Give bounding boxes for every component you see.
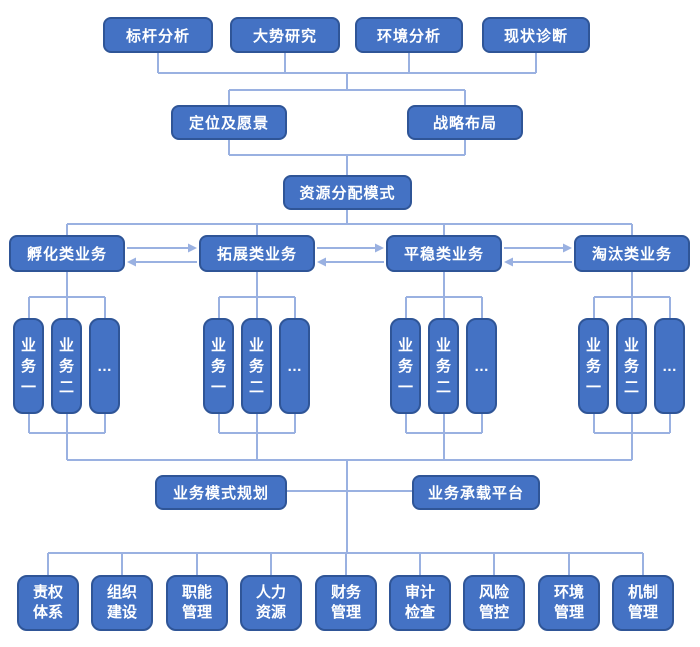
node-business-2: 业务二 (616, 318, 647, 414)
node-audit-inspection: 审计检查 (389, 575, 451, 631)
node-business-1: 业务一 (13, 318, 44, 414)
node-business-1: 业务一 (390, 318, 421, 414)
node-business-more: … (89, 318, 120, 414)
node-duty-system: 责权体系 (17, 575, 79, 631)
flow-arrows (127, 243, 572, 267)
node-positioning-vision: 定位及愿景 (171, 105, 287, 140)
arrow-left-icon (317, 257, 326, 267)
node-environment-management: 环境管理 (538, 575, 600, 631)
node-environment-analysis: 环境分析 (355, 17, 463, 53)
node-organization-building: 组织建设 (91, 575, 153, 631)
node-expansion-business: 拓展类业务 (199, 235, 315, 272)
node-resource-allocation-model: 资源分配模式 (283, 175, 412, 210)
node-risk-control: 风险管控 (463, 575, 525, 631)
node-trend-research: 大势研究 (230, 17, 340, 53)
arrow-right-icon (188, 243, 197, 253)
node-benchmark-analysis: 标杆分析 (103, 17, 213, 53)
node-business-more: … (654, 318, 685, 414)
arrow-right-icon (375, 243, 384, 253)
node-stable-business: 平稳类业务 (386, 235, 502, 272)
node-phaseout-business: 淘汰类业务 (574, 235, 690, 272)
node-mechanism-management: 机制管理 (612, 575, 674, 631)
node-function-management: 职能管理 (166, 575, 228, 631)
node-finance-management: 财务管理 (315, 575, 377, 631)
node-business-2: 业务二 (241, 318, 272, 414)
arrow-left-icon (127, 257, 136, 267)
node-business-more: … (279, 318, 310, 414)
node-business-platform: 业务承载平台 (412, 475, 540, 510)
node-business-model-planning: 业务模式规划 (155, 475, 287, 510)
node-strategic-layout: 战略布局 (407, 105, 523, 140)
arrow-right-icon (563, 243, 572, 253)
arrow-left-icon (504, 257, 513, 267)
node-incubation-business: 孵化类业务 (9, 235, 125, 272)
node-human-resources: 人力资源 (240, 575, 302, 631)
node-business-1: 业务一 (578, 318, 609, 414)
node-status-diagnosis: 现状诊断 (482, 17, 590, 53)
node-business-1: 业务一 (203, 318, 234, 414)
node-business-2: 业务二 (428, 318, 459, 414)
node-business-2: 业务二 (51, 318, 82, 414)
node-business-more: … (466, 318, 497, 414)
